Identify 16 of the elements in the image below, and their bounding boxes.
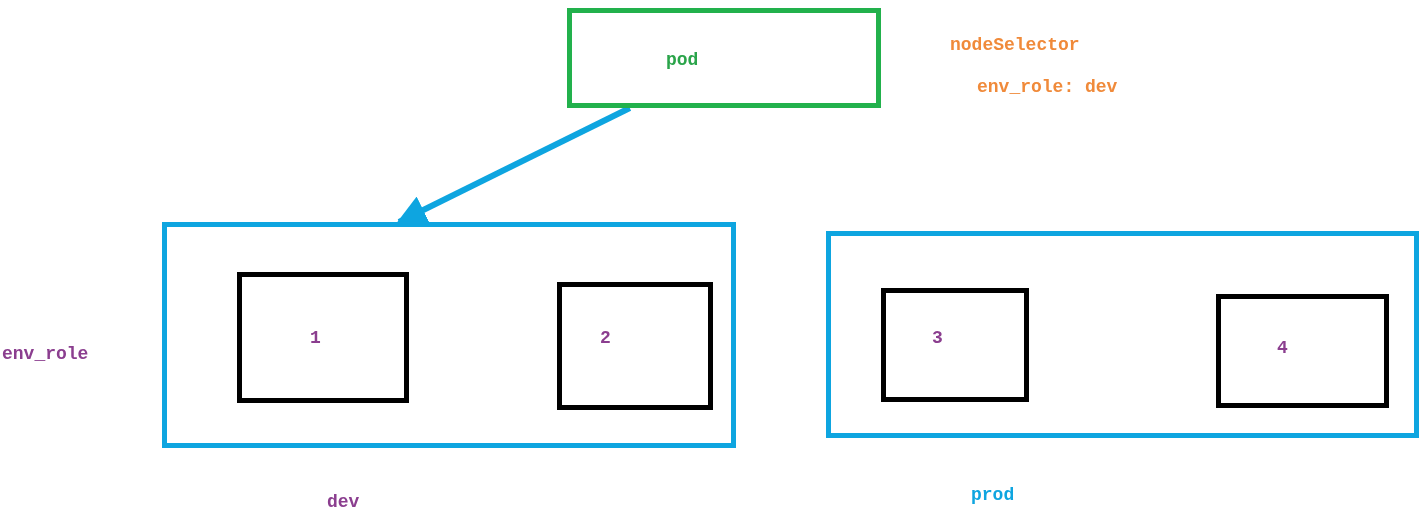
arrow — [396, 105, 632, 225]
label-key: env_role — [2, 341, 89, 368]
node-box — [1216, 294, 1389, 408]
node-box — [557, 282, 713, 410]
node-label: 3 — [932, 327, 943, 350]
node-label: pod — [666, 49, 699, 72]
group-caption: prod — [971, 484, 1015, 507]
node-label: 4 — [1277, 337, 1288, 360]
group-caption: dev — [327, 491, 360, 513]
node-box — [881, 288, 1029, 402]
selector-key: nodeSelector — [950, 32, 1080, 59]
node-box — [567, 8, 881, 108]
node-label: 2 — [600, 327, 611, 350]
node-label: 1 — [310, 327, 321, 350]
selector-value: env_role: dev — [977, 76, 1118, 99]
node-box — [237, 272, 409, 403]
